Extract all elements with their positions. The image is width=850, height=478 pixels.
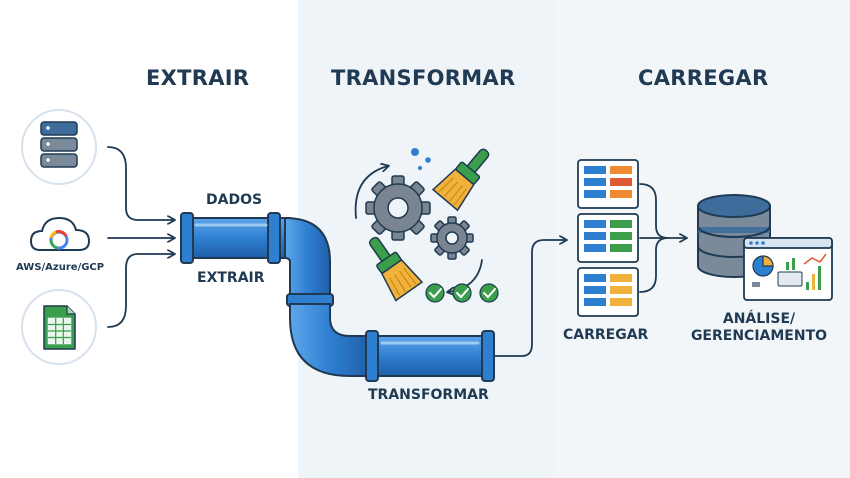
extract-heading: EXTRAIR — [146, 66, 250, 90]
analysis-label-line2: GERENCIAMENTO — [690, 328, 828, 344]
table-icon — [577, 159, 639, 209]
merge-arrows — [639, 183, 686, 293]
pipe-to-load-arrow — [493, 240, 566, 357]
database-icon — [21, 109, 97, 185]
extract-pipe-label: EXTRAIR — [197, 270, 265, 286]
data-warehouse-icon — [697, 194, 771, 278]
transform-heading: TRANSFORMAR — [331, 66, 516, 90]
dashboard-icon — [743, 237, 833, 301]
brush-icon-2 — [368, 236, 424, 302]
transform-pipe-label: TRANSFORMAR — [368, 387, 489, 403]
table-icon-3 — [577, 267, 639, 317]
bubbles — [411, 148, 431, 170]
source-arrows — [107, 146, 174, 328]
check-icons — [425, 283, 499, 303]
cloud-provider-label: AWS/Azure/GCP — [16, 262, 105, 273]
cloud-icon — [29, 216, 91, 251]
transform-panel — [298, 0, 555, 478]
table-icon-2 — [577, 213, 639, 263]
load-label: CARREGAR — [563, 327, 649, 343]
gear-icon — [365, 175, 431, 241]
analysis-label-line1: ANÁLISE/ — [722, 311, 796, 327]
data-label: DADOS — [206, 192, 263, 208]
spreadsheet-icon — [21, 289, 97, 365]
pipe — [180, 212, 495, 382]
small-gear-icon — [430, 216, 474, 260]
brush-icon — [431, 148, 490, 212]
load-heading: CARREGAR — [638, 66, 769, 90]
